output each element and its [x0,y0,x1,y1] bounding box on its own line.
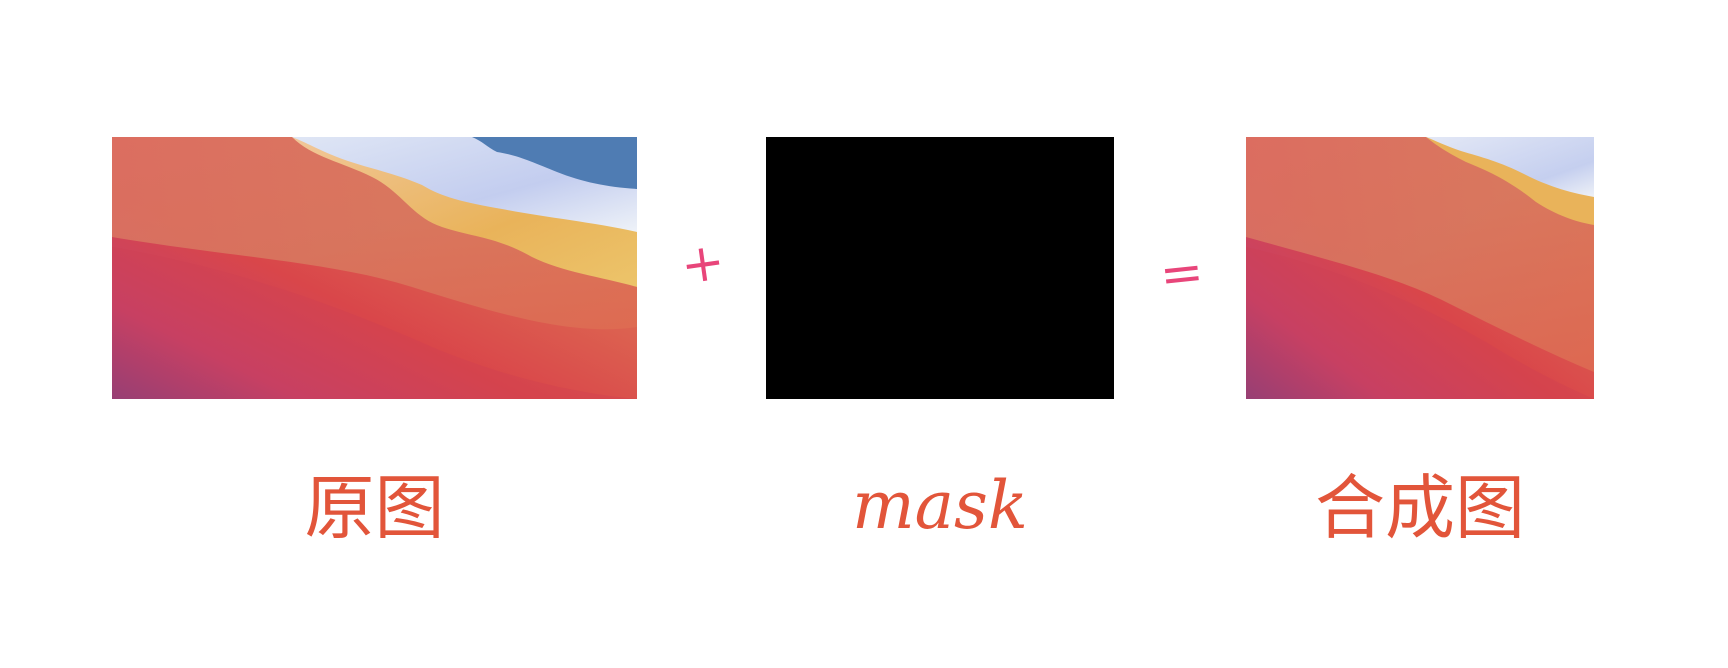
original-image-art [112,137,637,399]
composite-image [1246,137,1594,399]
caption-mask: mask [852,467,1028,544]
original-image [112,137,637,399]
composite-image-art [1246,137,1594,399]
caption-composite: 合成图 [1315,467,1525,549]
mask-image [766,137,1114,399]
caption-original: 原图 [304,467,445,549]
equals-operator: = [1156,241,1207,307]
plus-operator: + [677,231,729,297]
